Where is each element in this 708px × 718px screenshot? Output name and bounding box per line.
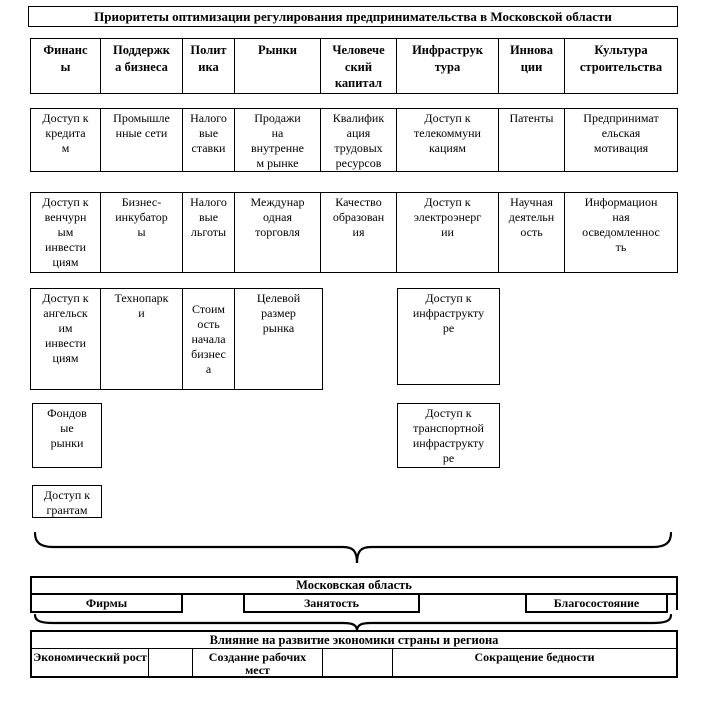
priority-cell-workforce-qualification: Квалифик ация трудовых ресурсов	[321, 109, 397, 171]
priority-cell-international-trade: Междунар одная торговля	[235, 193, 321, 272]
impact-outcomes-row: Экономический рост Создание рабочих мест…	[32, 649, 676, 677]
priority-cell-tax-benefits: Налого вые льготы	[183, 193, 235, 272]
impact-economic-growth: Экономический рост	[32, 649, 149, 676]
pillar-header-finance: Финанс ы	[31, 39, 101, 93]
priority-cell-stock-markets: Фондов ые рынки	[32, 403, 102, 468]
priority-cell-electricity-access: Доступ к электроэнерг ии	[397, 193, 499, 272]
pillar-header-construction-culture: Культура строительства	[579, 43, 663, 74]
priority-cell-grants-access: Доступ к грантам	[32, 485, 102, 518]
outcome-firms: Фирмы	[30, 595, 183, 613]
priority-cell-business-incubators: Бизнес- инкубатор ы	[101, 193, 183, 272]
empty-cell	[323, 649, 393, 676]
impact-title: Влияние на развитие экономики страны и р…	[32, 632, 676, 649]
priority-cell-scientific-activity: Научная деятельн ость	[499, 193, 565, 272]
priorities-row-2: Доступ к венчурн ым инвести циям Бизнес-…	[30, 192, 678, 273]
diagram-title: Приоритеты оптимизации регулирования пре…	[28, 6, 678, 27]
priority-cell-education-quality: Качество образован ия	[321, 193, 397, 272]
outcome-welfare: Благосостояние	[525, 595, 668, 613]
priority-cell-angel-investment: Доступ к ангельск им инвести циям	[31, 289, 101, 389]
impact-poverty-reduction: Сокращение бедности	[474, 650, 595, 664]
priority-cell-telecom-access: Доступ к телекоммуни кациям	[397, 109, 499, 171]
priority-cell-venture-investment: Доступ к венчурн ым инвести циям	[31, 193, 101, 272]
priority-cell-startup-cost: Стоим ость начала бизнес а	[183, 289, 235, 389]
region-title: Московская область	[30, 576, 678, 595]
pillar-header-human-capital: Человече ский капитал	[321, 39, 397, 93]
priority-cell-transport-infrastructure: Доступ к транспортной инфраструкту ре	[397, 403, 500, 468]
priority-cell-domestic-sales: Продажи на внутренне м рынке	[235, 109, 321, 171]
region-table: Московская область Фирмы Занятость Благо…	[30, 576, 678, 613]
pillar-header-row: Финанс ы Поддержк а бизнеса Полит ика Ры…	[30, 38, 678, 94]
impact-table: Влияние на развитие экономики страны и р…	[30, 630, 678, 678]
priority-cell-patents: Патенты	[499, 109, 565, 171]
pillar-header-business-support: Поддержк а бизнеса	[101, 39, 183, 93]
priority-cell-entrepreneurial-motivation: Предпринимат ельская мотивация	[583, 111, 659, 155]
brace-lower	[33, 613, 673, 632]
pillar-header-policy: Полит ика	[183, 39, 235, 93]
outcome-employment: Занятость	[243, 595, 420, 613]
priority-cell-technoparks: Технопарк и	[101, 289, 183, 389]
priorities-row-3: Доступ к ангельск им инвести циям Техноп…	[30, 288, 323, 390]
pillar-header-infrastructure: Инфраструк тура	[397, 39, 499, 93]
priority-cell-industrial-networks: Промышле нные сети	[101, 109, 183, 171]
priority-cell-information-awareness: Информацион ная осведомленнос ть	[582, 195, 660, 254]
region-outcomes-row: Фирмы Занятость Благосостояние	[30, 595, 678, 613]
empty-cell	[149, 649, 193, 676]
impact-job-creation: Создание рабочих мест	[193, 649, 323, 677]
pillar-header-innovation: Иннова ции	[499, 39, 565, 93]
priorities-row-1: Доступ к кредита м Промышле нные сети На…	[30, 108, 678, 172]
priority-cell-credit-access: Доступ к кредита м	[31, 109, 101, 171]
region-right-edge	[676, 595, 678, 610]
brace-upper	[33, 531, 673, 564]
priority-cell-infrastructure-access: Доступ к инфраструкту ре	[397, 288, 500, 385]
priority-cell-target-market-size: Целевой размер рынка	[256, 291, 301, 335]
pillar-header-markets: Рынки	[235, 39, 321, 93]
priority-cell-tax-rates: Налого вые ставки	[183, 109, 235, 171]
